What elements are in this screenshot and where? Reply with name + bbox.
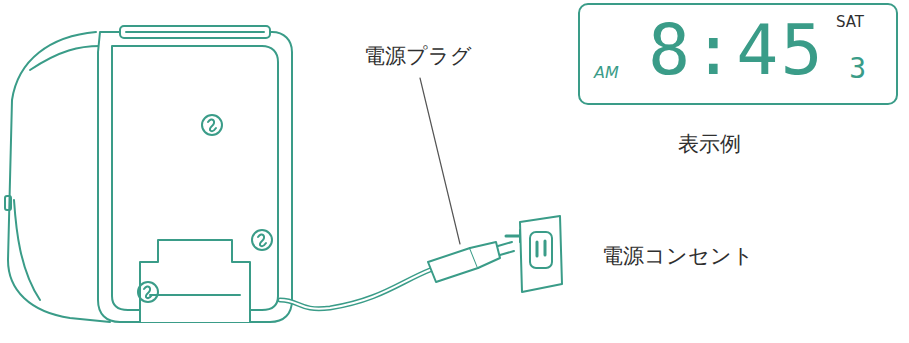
- power-plug: [428, 248, 478, 282]
- caption: 表示例: [678, 134, 741, 155]
- card-slot: [126, 31, 264, 33]
- plug-prong: [498, 242, 512, 246]
- housing-edge: [30, 46, 100, 70]
- display-text: 3: [849, 55, 866, 83]
- cover: [150, 294, 240, 296]
- part-label: 電源コンセント: [602, 246, 754, 267]
- leader-line: [420, 78, 460, 244]
- side-button: [5, 196, 11, 210]
- screw: [138, 282, 158, 302]
- display-panel: AM 8:45 SAT 3: [578, 3, 898, 105]
- power-cord: [280, 270, 430, 309]
- housing-edge: [14, 200, 40, 300]
- display-text: AM: [594, 65, 619, 81]
- screw: [252, 230, 272, 250]
- outlet-face: [530, 232, 552, 268]
- housing-side: [8, 32, 110, 322]
- outlet-slot: [544, 241, 547, 255]
- time-digits: 8:45: [648, 15, 825, 85]
- outlet-slot: [536, 242, 539, 256]
- wall-outlet: [520, 216, 562, 292]
- plug-prong: [500, 251, 514, 255]
- card-slot: [120, 26, 270, 38]
- power-cord: [280, 270, 430, 309]
- back-panel: [98, 32, 292, 322]
- part-label: 電源プラグ: [364, 46, 472, 67]
- cover: [140, 240, 250, 322]
- display-text: SAT: [836, 15, 864, 30]
- power-plug: [470, 242, 500, 268]
- screw: [202, 115, 222, 135]
